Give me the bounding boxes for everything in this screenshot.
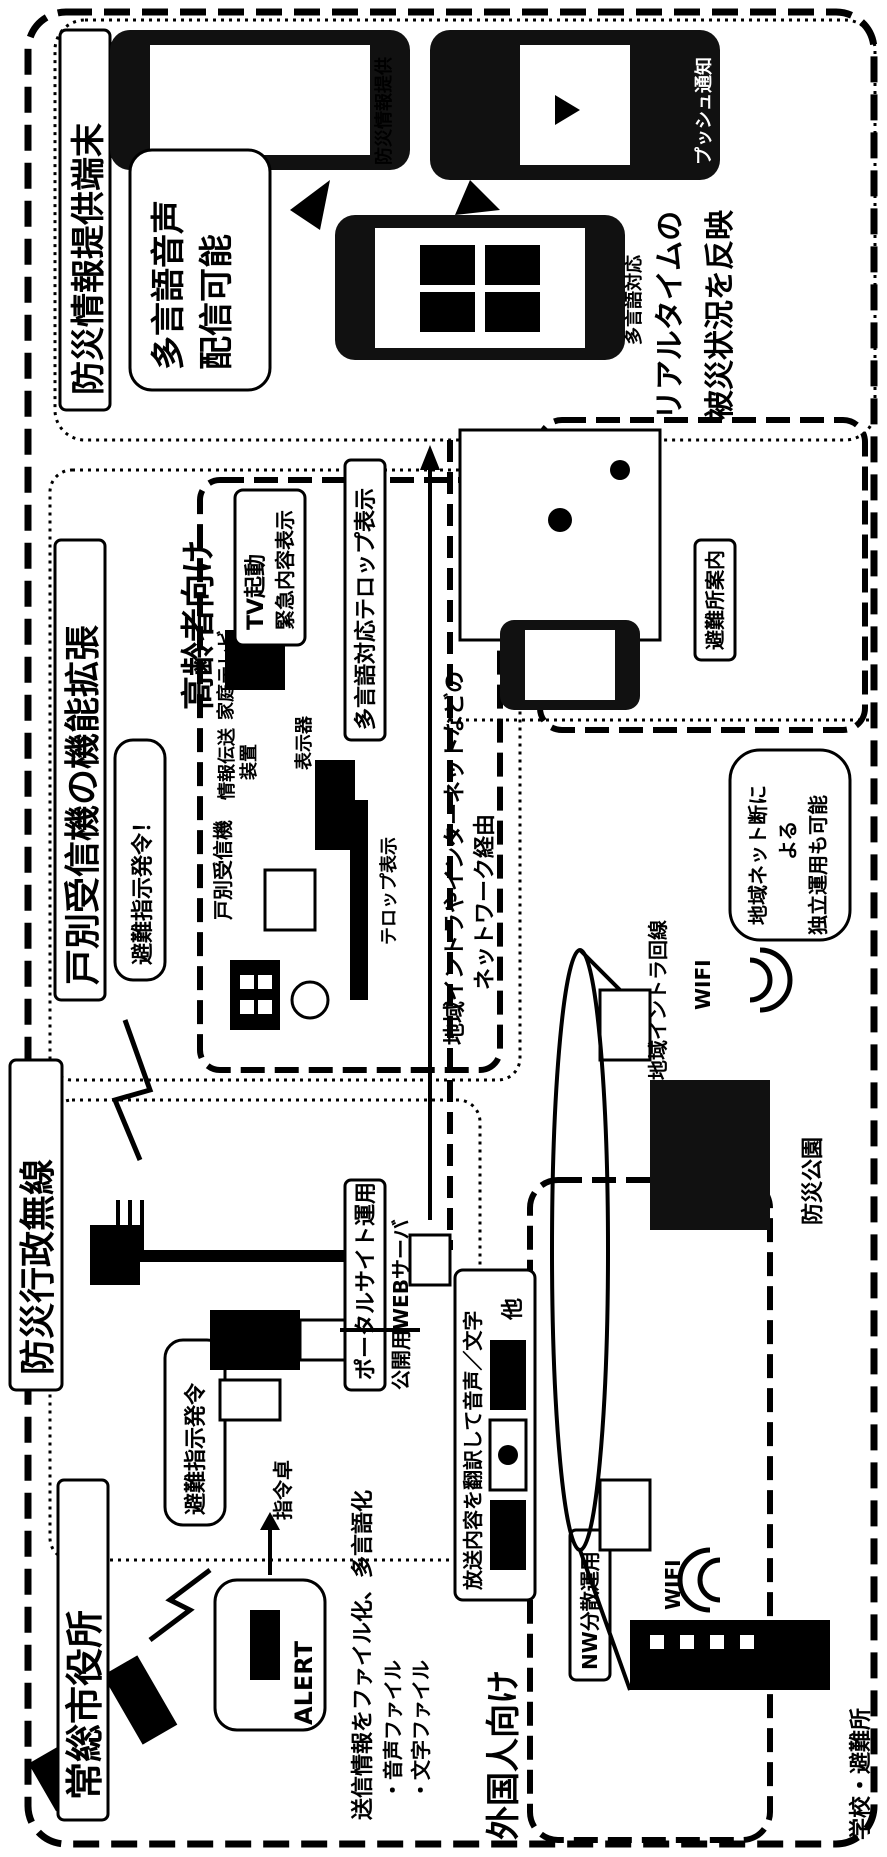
- receiver-title-box: [53, 538, 107, 1002]
- elderly-label: 高齢者向け: [179, 540, 219, 710]
- portal-label: ポータルサイト運用: [353, 1182, 379, 1380]
- push-label: プッシュ通知: [693, 57, 715, 165]
- flag-china: [490, 1340, 526, 1410]
- shelter-guide-box: [693, 538, 737, 662]
- disaster-radio-box: [8, 1058, 64, 1392]
- independent-bubble: [728, 748, 852, 942]
- reflect-label: 被災状況を反映: [703, 210, 738, 420]
- city-hall-label-box: [56, 1478, 110, 1822]
- display-label: 表示器: [293, 715, 315, 770]
- multi-audio-2: 配信可能: [197, 234, 237, 370]
- receiver-label: 戸別受信機: [211, 820, 235, 920]
- flag-usa: [490, 1500, 526, 1570]
- shelter-guide-label: 避難所案内: [703, 550, 727, 650]
- school-server-icon: [598, 1478, 652, 1552]
- other-label: 他: [501, 1298, 526, 1321]
- multi-telop-label: 多言語対応テロップ表示: [353, 488, 379, 730]
- elderly-region: [197, 477, 503, 1073]
- phone-multilang-screen: [375, 228, 585, 348]
- tv-start-box: [233, 488, 307, 647]
- receiver-title: 戸別受信機の機能拡張: [63, 625, 104, 985]
- receiver-unit: [263, 868, 317, 932]
- warning-triangle-icon: [555, 95, 580, 125]
- provision-title-box: [58, 28, 112, 412]
- multi-audio-bubble: [128, 148, 272, 392]
- foreigners-label: 外国人向け: [484, 1670, 524, 1840]
- files-title: 送信情報をファイル化、多言語化: [350, 1490, 376, 1820]
- multi-telop-box: [343, 458, 387, 742]
- satellite-icon: [28, 1568, 212, 1812]
- house-icon: [230, 960, 330, 1030]
- receiver-region: [48, 468, 522, 1082]
- arrow-up-left: [290, 180, 330, 230]
- command-desk-label: 指令卓: [271, 1460, 295, 1520]
- map-screen: [458, 428, 662, 642]
- phone-disaster-screen: [150, 45, 370, 155]
- disaster-radio-label: 防災行政無線: [18, 1159, 59, 1375]
- outer-dashed-border: [24, 8, 878, 1848]
- evac-order-bubble-2: [113, 738, 167, 982]
- translate-label: 放送内容を翻訳して音声／文字: [461, 1311, 485, 1591]
- park-photo: [650, 1080, 770, 1230]
- net-to-school-line: [578, 1549, 632, 1691]
- wifi-2-icon: [749, 947, 793, 1013]
- multi-audio-1: 多言語音声: [149, 200, 189, 370]
- alert-screen: [250, 1610, 280, 1680]
- evac-order-bubble-1: [163, 1338, 227, 1527]
- via-network-1: 地域イントラやインターネットなどの: [442, 671, 468, 1045]
- phone-disaster-label: 防災情報提供: [373, 57, 395, 165]
- evac-order-2-text: 避難指示発令！: [130, 811, 156, 965]
- independent-3: 独立運用も可能: [806, 795, 830, 935]
- realtime-label: リアルタイムの: [653, 211, 688, 420]
- files-text: ・文字ファイル: [409, 1660, 433, 1800]
- evac-order-1-text: 避難指示発令: [183, 1382, 209, 1515]
- phone-push-screen: [520, 45, 630, 165]
- arrow-up-right: [455, 180, 500, 215]
- command-desk-icon: [210, 1310, 352, 1422]
- radio-wave-bolt: [111, 1019, 154, 1161]
- wifi-2-label: WIFI: [691, 959, 715, 1010]
- park-server-icon: [598, 988, 652, 1062]
- files-audio: ・音声ファイル: [381, 1660, 405, 1800]
- regional-net-label: 地域イントラ回線: [646, 920, 670, 1080]
- display-device: [315, 760, 355, 850]
- telop-label: テロップ表示: [378, 837, 400, 945]
- provision-title: 防災情報提供端末: [69, 123, 109, 395]
- multilang-label: 多言語対応: [623, 255, 645, 345]
- net-to-park-line: [578, 948, 622, 992]
- city-hall-label: 常総市役所: [63, 1610, 107, 1800]
- alert-label: ALERT: [290, 1640, 318, 1725]
- tv-start-1: TV起動: [244, 554, 269, 630]
- nw-dist-label: NW分散運用: [578, 1551, 602, 1670]
- info-device-2: 装置: [238, 744, 260, 780]
- tv-start-2: 緊急内容表示: [273, 510, 297, 630]
- school-label: 学校・避難所: [848, 1708, 874, 1840]
- regional-net-ellipse: [550, 948, 610, 1552]
- web-server-icon: [408, 1233, 452, 1287]
- portal-box: [343, 1178, 387, 1392]
- independent-1: 地域ネット断に: [746, 785, 770, 925]
- park-label: 防災公園: [801, 1137, 826, 1225]
- independent-2: よる: [776, 821, 800, 860]
- via-network-2: ネットワーク経由: [472, 814, 498, 990]
- city-hall-region: [48, 1098, 482, 1562]
- info-device-1: 情報伝送: [216, 727, 238, 800]
- telop-bar: [350, 800, 368, 1000]
- antenna-tower-icon: [90, 1200, 355, 1285]
- wifi-1-icon: [677, 1547, 721, 1613]
- school-building-icon: [630, 1620, 830, 1690]
